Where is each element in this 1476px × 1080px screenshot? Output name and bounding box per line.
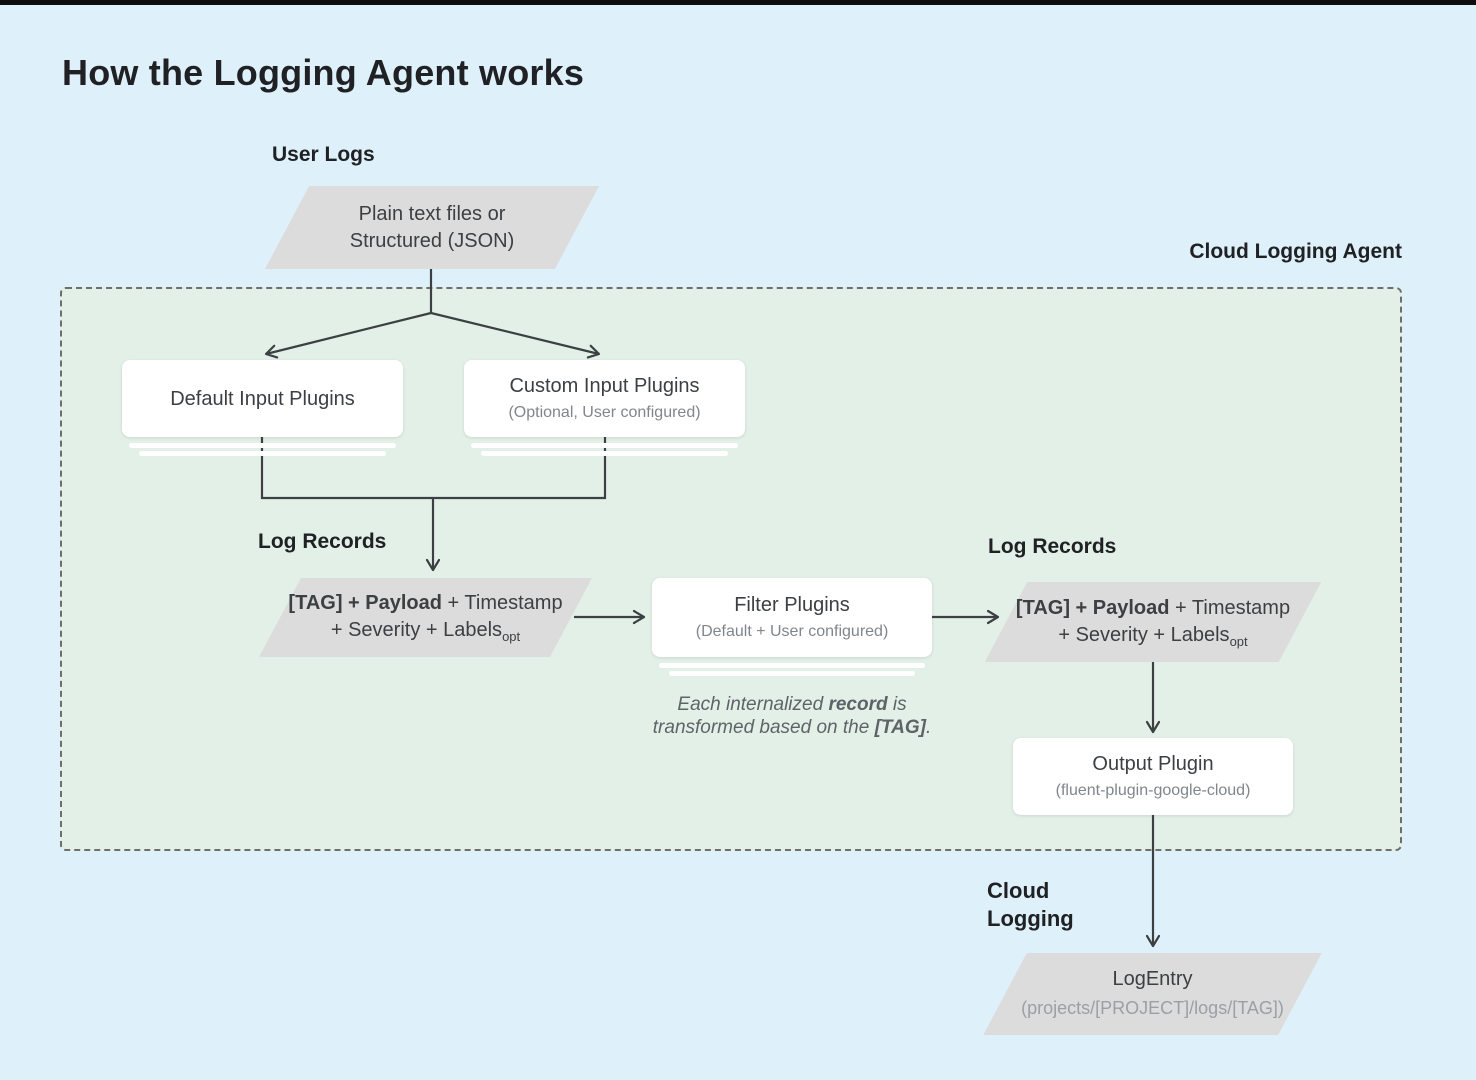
source-line2: Structured (JSON) bbox=[349, 229, 515, 252]
default-input-plugins-node: Default Input Plugins bbox=[122, 360, 403, 437]
output-plugin-node: Output Plugin (fluent-plugin-google-clou… bbox=[1013, 738, 1293, 815]
cloud-logging-agent-label: Cloud Logging Agent bbox=[1189, 240, 1402, 263]
card-stack-stripe bbox=[139, 451, 386, 456]
page-title: How the Logging Agent works bbox=[62, 52, 585, 93]
output-plugin-subtitle: (fluent-plugin-google-cloud) bbox=[1055, 782, 1251, 799]
user-logs-label: User Logs bbox=[272, 143, 375, 166]
custom-input-plugins-title: Custom Input Plugins bbox=[509, 375, 700, 397]
transform-note: Each internalized record is transformed … bbox=[652, 694, 932, 738]
custom-input-plugins-subtitle: (Optional, User configured) bbox=[508, 404, 701, 421]
filter-plugins-title: Filter Plugins bbox=[734, 594, 850, 616]
log-records-right-label: Log Records bbox=[988, 535, 1117, 558]
log-entry-parallelogram: LogEntry (projects/[PROJECT]/logs/[TAG]) bbox=[983, 953, 1322, 1035]
user-logs-source-parallelogram: Plain text files or Structured (JSON) bbox=[264, 186, 600, 269]
log-records-left-label: Log Records bbox=[258, 530, 387, 553]
window-top-edge bbox=[0, 0, 1476, 5]
log-record-right-parallelogram: [TAG] + Payload + Timestamp + Severity +… bbox=[984, 582, 1322, 662]
source-line1: Plain text files or bbox=[358, 202, 506, 225]
log-record-line1: [TAG] + Payload + Timestamp bbox=[288, 592, 563, 614]
log-record-line1: [TAG] + Payload + Timestamp bbox=[1015, 596, 1291, 619]
card-stack-stripe bbox=[481, 451, 728, 456]
filter-plugins-subtitle: (Default + User configured) bbox=[695, 623, 889, 640]
card-stack-stripe bbox=[471, 443, 738, 448]
cloud-logging-label: Cloud Logging bbox=[987, 878, 1074, 931]
custom-input-plugins-node: Custom Input Plugins (Optional, User con… bbox=[464, 360, 745, 437]
card-stack-stripe bbox=[129, 443, 396, 448]
output-plugin-title: Output Plugin bbox=[1092, 753, 1214, 775]
log-entry-subtitle: (projects/[PROJECT]/logs/[TAG]) bbox=[1021, 998, 1284, 1018]
default-input-plugins-title: Default Input Plugins bbox=[170, 387, 355, 410]
filter-plugins-node: Filter Plugins (Default + User configure… bbox=[652, 578, 932, 657]
card-stack-stripe bbox=[659, 663, 925, 668]
log-record-left-parallelogram: [TAG] + Payload + Timestamp + Severity +… bbox=[258, 578, 593, 657]
log-record-line2: + Severity + Labelsopt bbox=[330, 619, 521, 644]
log-entry-title: LogEntry bbox=[1112, 968, 1193, 990]
card-stack-stripe bbox=[669, 671, 915, 676]
log-record-line2: + Severity + Labelsopt bbox=[1058, 623, 1248, 649]
